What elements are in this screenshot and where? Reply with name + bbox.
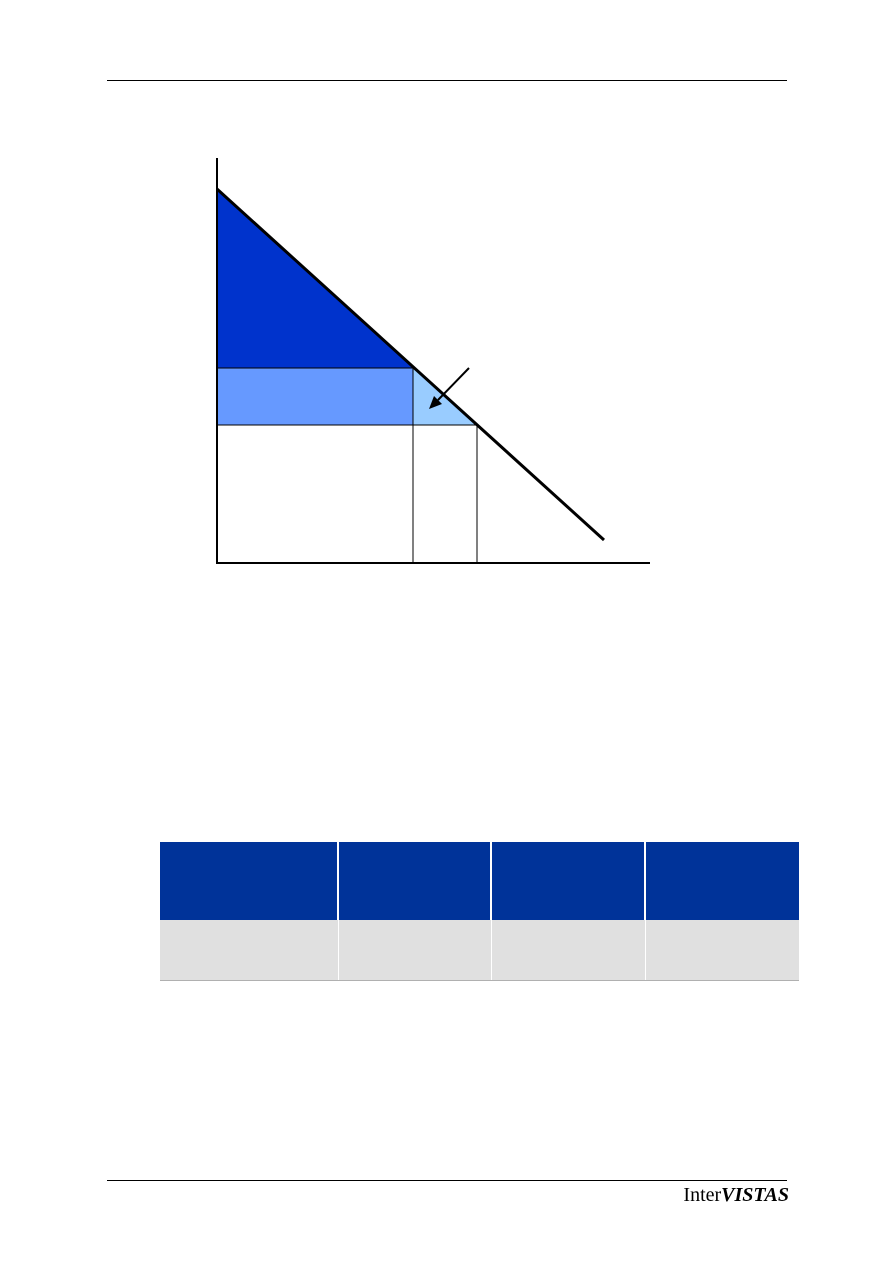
arrow-icon — [429, 367, 470, 409]
logo-vistas-text: VISTAS — [721, 1184, 789, 1206]
header-rule — [107, 80, 787, 81]
table-header-cell — [338, 842, 492, 920]
table-cell — [338, 920, 492, 981]
table-row — [160, 920, 799, 981]
middle-rectangle-area — [217, 368, 413, 425]
footer-rule — [107, 1180, 787, 1181]
table-cell — [160, 920, 339, 981]
table-header-cell — [160, 842, 339, 920]
table-header-cell — [645, 842, 799, 920]
demand-curve-diagram — [215, 158, 650, 564]
table-cell — [491, 920, 646, 981]
intervistas-logo: InterVISTAS — [683, 1183, 789, 1207]
table-cell — [645, 920, 799, 981]
logo-inter-text: Inter — [683, 1184, 722, 1206]
data-table — [160, 842, 799, 981]
table-header-cell — [491, 842, 646, 920]
demand-curve — [215, 187, 606, 542]
table-header-row — [160, 842, 799, 920]
